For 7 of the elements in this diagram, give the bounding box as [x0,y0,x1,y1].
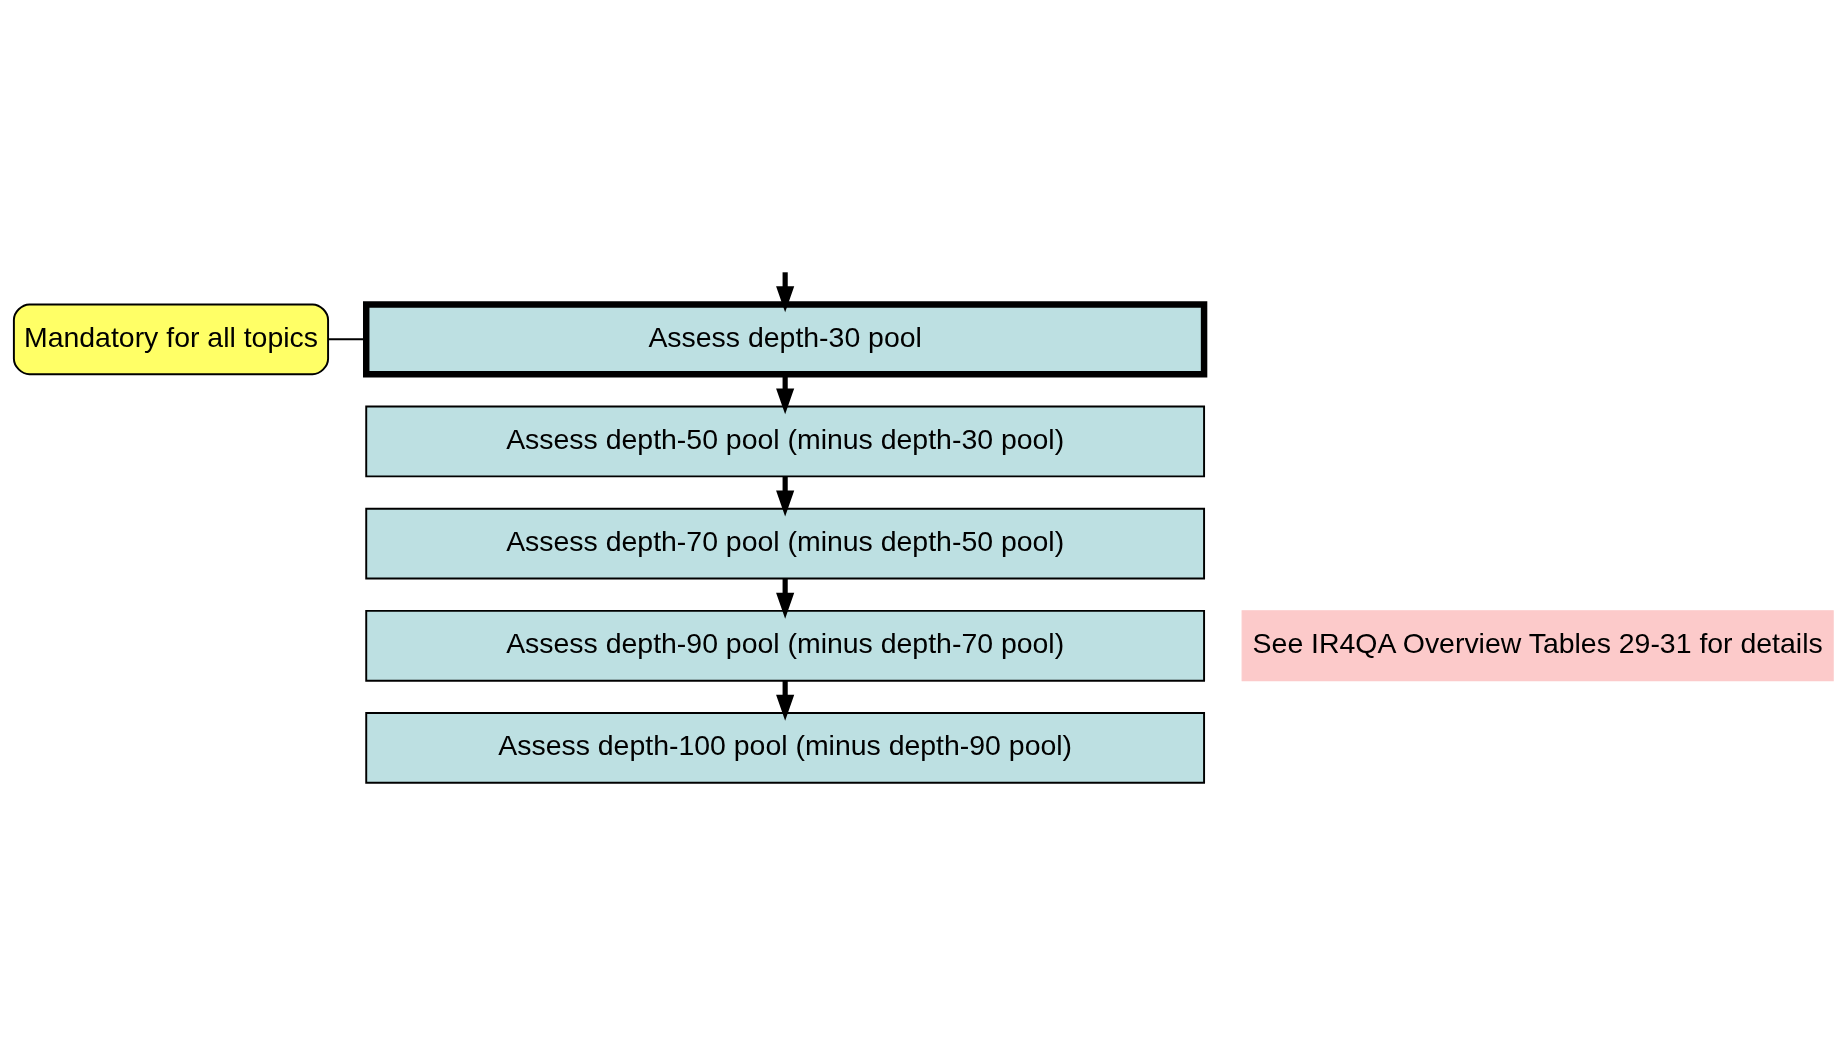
node-box: Mandatory for all topics [12,302,330,375]
node-box: Assess depth-100 pool (minus depth-90 pool) [365,711,1206,784]
node-box: See IR4QA Overview Tables 29-31 for details [1241,609,1834,681]
node-box: Assess depth-50 pool (minus depth-30 pool) [365,405,1206,477]
node-box: Assess depth-30 pool [363,300,1208,377]
node-box: Assess depth-90 pool (minus depth-70 pool) [365,609,1206,682]
node-box: Assess depth-70 pool (minus depth-50 pool) [365,507,1206,579]
